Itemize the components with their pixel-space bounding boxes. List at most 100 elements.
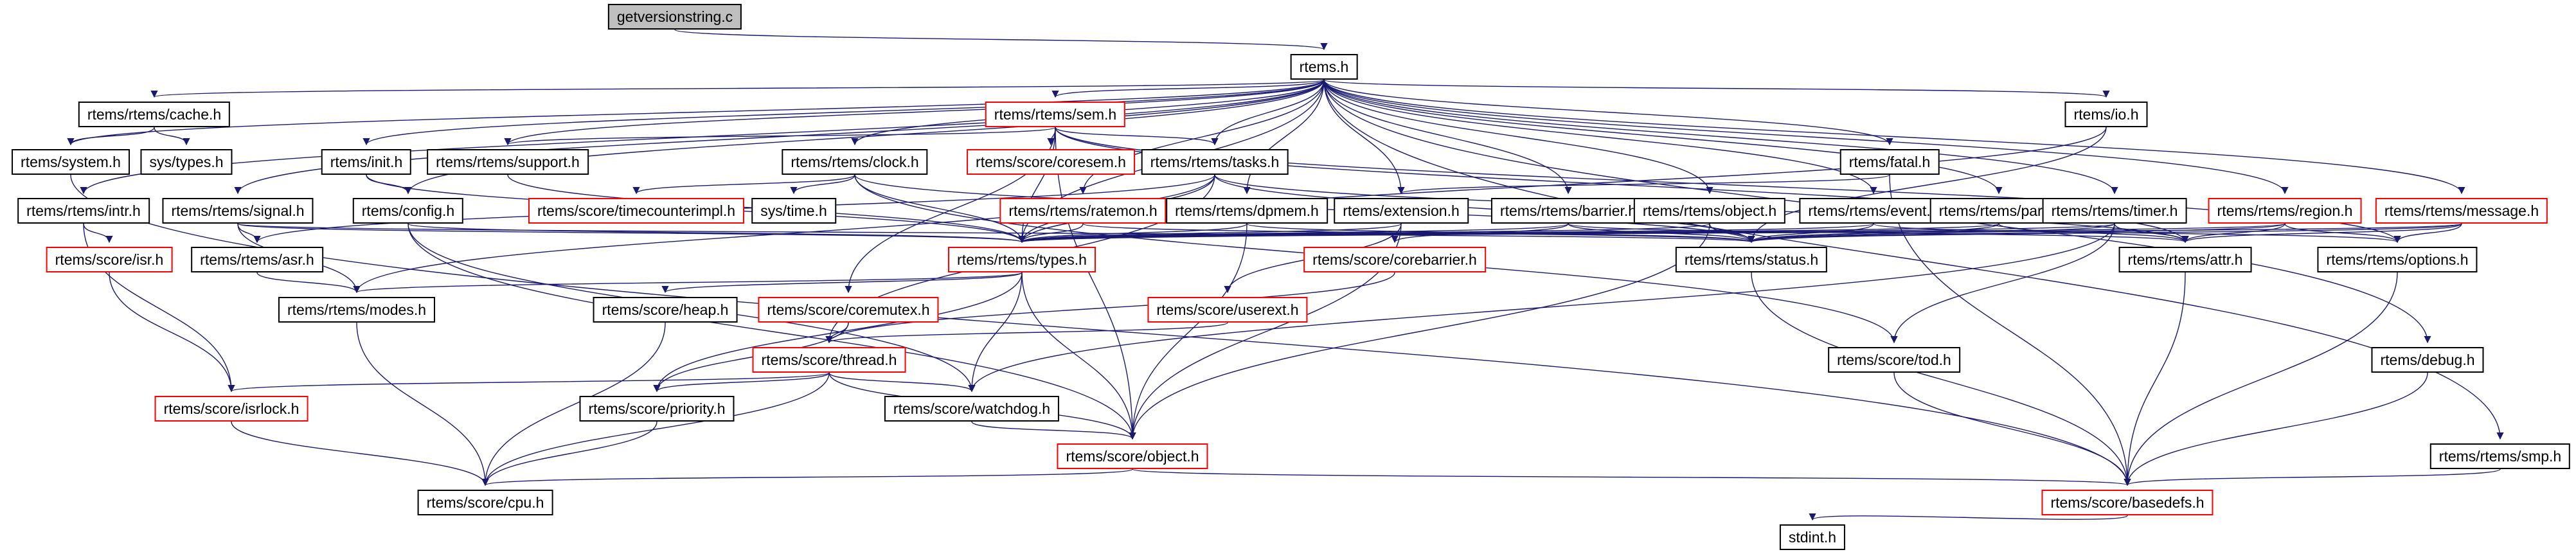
graph-node-priority[interactable]: rtems/score/priority.h [579,396,735,422]
graph-edge-sem-to-support [504,127,1056,146]
graph-node-timer[interactable]: rtems/rtems/timer.h [2042,198,2187,224]
graph-edge-sem-to-object_score [1055,127,1136,440]
graph-edge-init-to-config [366,174,412,195]
graph-edge-rtems_h-to-message [1323,79,2465,195]
graph-edge-asr-to-modes [256,272,361,294]
graph-edge-signal-to-status [237,223,1755,244]
graph-edge-rtems_h-to-timer [1323,79,2118,195]
graph-edge-rtems_h-to-fatal [1323,79,1893,146]
graph-node-modes[interactable]: rtems/rtems/modes.h [278,297,435,323]
graph-node-watchdog[interactable]: rtems/score/watchdog.h [884,396,1060,422]
graph-edge-message-to-status [1748,223,2462,244]
graph-node-systime[interactable]: sys/time.h [751,198,836,224]
graph-edge-timer-to-watchdog [968,223,2115,393]
graph-edge-rtems_h-to-cache [151,79,1325,98]
graph-node-io[interactable]: rtems/io.h [2064,102,2148,127]
graph-edge-extension-to-types [1018,223,1402,244]
graph-edge-rtems_h-to-tasks [1211,79,1325,146]
graph-node-basedefs[interactable]: rtems/score/basedefs.h [2041,490,2214,515]
graph-edge-dpmem-to-types [1018,223,1248,244]
graph-edge-region-to-attr [2181,223,2285,244]
graph-node-event[interactable]: rtems/rtems/event.h [1799,198,1948,224]
graph-edge-thread-to-isrlock [228,372,830,393]
graph-node-isr[interactable]: rtems/score/isr.h [46,247,173,272]
graph-node-cache[interactable]: rtems/rtems/cache.h [78,102,231,127]
graph-node-thread[interactable]: rtems/score/thread.h [752,347,906,373]
graph-edge-cache-to-system [67,127,155,146]
graph-node-tasks[interactable]: rtems/rtems/tasks.h [1141,149,1289,175]
graph-node-object_score[interactable]: rtems/score/object.h [1057,443,1208,469]
graph-node-rtems_h[interactable]: rtems.h [1290,54,1358,80]
graph-edge-intr-to-isr [83,223,113,244]
graph-node-attr[interactable]: rtems/rtems/attr.h [2118,247,2252,272]
graph-edge-dpmem-to-object_score [1129,223,1248,440]
graph-node-src[interactable]: getversionstring.c [607,4,742,30]
graph-node-coremutex[interactable]: rtems/score/coremutex.h [758,297,939,323]
graph-node-object_api[interactable]: rtems/rtems/object.h [1633,198,1786,224]
graph-edge-config-to-types [407,223,1026,244]
graph-node-timecounterimpl[interactable]: rtems/score/timecounterimpl.h [528,198,745,224]
graph-edge-rtems_h-to-barrier [1323,79,1572,195]
graph-node-stdint[interactable]: stdint.h [1779,524,1846,550]
graph-edge-message-to-types [1019,223,2462,244]
graph-edge-sem-to-tasks [1055,127,1219,146]
graph-node-sem[interactable]: rtems/rtems/sem.h [985,102,1126,127]
graph-node-clock[interactable]: rtems/rtems/clock.h [782,149,928,175]
graph-node-heap[interactable]: rtems/score/heap.h [593,297,738,323]
graph-node-dpmem[interactable]: rtems/rtems/dpmem.h [1166,198,1328,224]
graph-edge-message-to-options [2393,223,2462,244]
graph-node-types[interactable]: rtems/rtems/types.h [948,247,1096,272]
graph-node-status[interactable]: rtems/rtems/status.h [1675,247,1828,272]
graph-edge-rtems_h-to-config [404,79,1325,195]
graph-edge-rtems_h-to-init [362,79,1325,146]
graph-edge-priority-to-cpu [481,421,657,486]
graph-node-isrlock[interactable]: rtems/score/isrlock.h [154,396,309,422]
graph-edge-thread-to-watchdog [828,372,976,393]
graph-edge-timer-to-status [1748,223,2115,244]
graph-edge-types-to-watchdog [968,272,1023,393]
graph-edge-isr-to-isrlock [109,272,235,393]
graph-edge-rtems_h-to-extension [1323,79,1405,195]
graph-edge-rtems_h-to-event [1323,79,1877,195]
graph-node-cpu[interactable]: rtems/score/cpu.h [417,490,553,515]
graph-node-options[interactable]: rtems/rtems/options.h [2317,247,2478,272]
graph-node-userext[interactable]: rtems/score/userext.h [1147,297,1308,323]
graph-node-signal[interactable]: rtems/rtems/signal.h [162,198,314,224]
graph-node-init[interactable]: rtems/init.h [321,149,412,175]
graph-edge-types-to-heap [661,272,1023,294]
graph-edge-clock-to-systime [790,174,855,195]
graph-node-tod[interactable]: rtems/score/tod.h [1828,347,1960,373]
graph-node-debug[interactable]: rtems/debug.h [2371,347,2484,373]
graph-node-coresem[interactable]: rtems/score/coresem.h [967,149,1135,175]
graph-edge-system-to-basedefs [70,174,2131,486]
graph-node-support[interactable]: rtems/rtems/support.h [427,149,589,175]
graph-edge-cache-to-systypes [154,127,190,146]
graph-node-asr[interactable]: rtems/rtems/asr.h [191,247,323,272]
graph-edge-status-to-basedefs [1751,272,2131,486]
graph-node-smp[interactable]: rtems/rtems/smp.h [2429,443,2571,469]
graph-node-system[interactable]: rtems/system.h [12,149,130,175]
graph-node-intr[interactable]: rtems/rtems/intr.h [17,198,150,224]
graph-edge-message-to-attr [2181,223,2462,244]
graph-edge-timer-to-tod [1890,223,2115,344]
graph-node-ratemon[interactable]: rtems/rtems/ratemon.h [999,198,1167,224]
graph-edge-smp-to-basedefs [2124,468,2501,486]
graph-edge-region-to-options [2284,223,2401,244]
graph-edge-barrier-to-types [1018,223,1569,244]
graph-node-message[interactable]: rtems/rtems/message.h [2375,198,2548,224]
graph-edge-rtems_h-to-sem [1051,79,1325,98]
graph-node-barrier[interactable]: rtems/rtems/barrier.h [1490,198,1646,224]
graph-node-config[interactable]: rtems/config.h [352,198,464,224]
graph-node-systypes[interactable]: sys/types.h [140,149,233,175]
graph-node-fatal[interactable]: rtems/fatal.h [1839,149,1940,175]
graph-node-region[interactable]: rtems/rtems/region.h [2208,198,2362,224]
graph-node-extension[interactable]: rtems/extension.h [1334,198,1469,224]
graph-edge-clock-to-timecounterimpl [632,174,855,195]
graph-node-corebarrier[interactable]: rtems/score/corebarrier.h [1303,247,1486,272]
graph-edge-attr-to-basedefs [2124,272,2186,486]
graph-edge-rtems_h-to-io [1323,79,2109,98]
graph-edge-part-to-status [1748,223,1999,244]
graph-edge-thread-to-priority [653,372,830,393]
graph-edge-options-to-basedefs [2124,272,2398,486]
